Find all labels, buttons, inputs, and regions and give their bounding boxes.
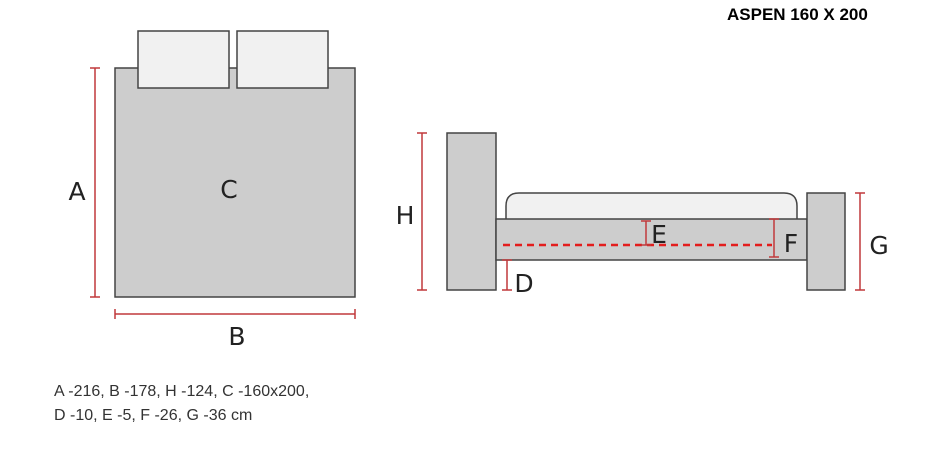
dimensions-legend-line-1: A -216, B -178, H -124, C -160x200, <box>54 383 310 400</box>
label-a: A <box>68 177 85 206</box>
mattress <box>505 192 798 219</box>
pillow-left <box>137 30 230 89</box>
dimensions-legend-line-2: D -10, E -5, F -26, G -36 cm <box>54 407 253 424</box>
dimension-line-d <box>502 259 512 291</box>
dimension-line-b <box>114 309 356 319</box>
dimension-line-g <box>855 192 865 291</box>
label-d: D <box>514 269 533 298</box>
dimension-line-e <box>641 220 651 246</box>
dimension-line-a <box>90 67 100 298</box>
pillow-right <box>236 30 329 89</box>
top-view: A B C <box>68 30 356 351</box>
label-f: F <box>784 229 798 258</box>
side-view: H E F D G <box>396 132 889 298</box>
dimension-line-h <box>417 132 427 291</box>
label-e: E <box>651 220 667 249</box>
dimension-line-f <box>769 218 779 258</box>
bed-frame-side <box>495 218 808 261</box>
label-c: C <box>220 175 237 204</box>
footboard <box>806 192 846 291</box>
label-b: B <box>228 322 245 351</box>
diagram-title: ASPEN 160 X 200 <box>727 5 868 24</box>
bed-top-view-frame <box>114 67 356 298</box>
label-h: H <box>396 201 415 230</box>
headboard <box>446 132 497 291</box>
label-g: G <box>869 231 888 260</box>
